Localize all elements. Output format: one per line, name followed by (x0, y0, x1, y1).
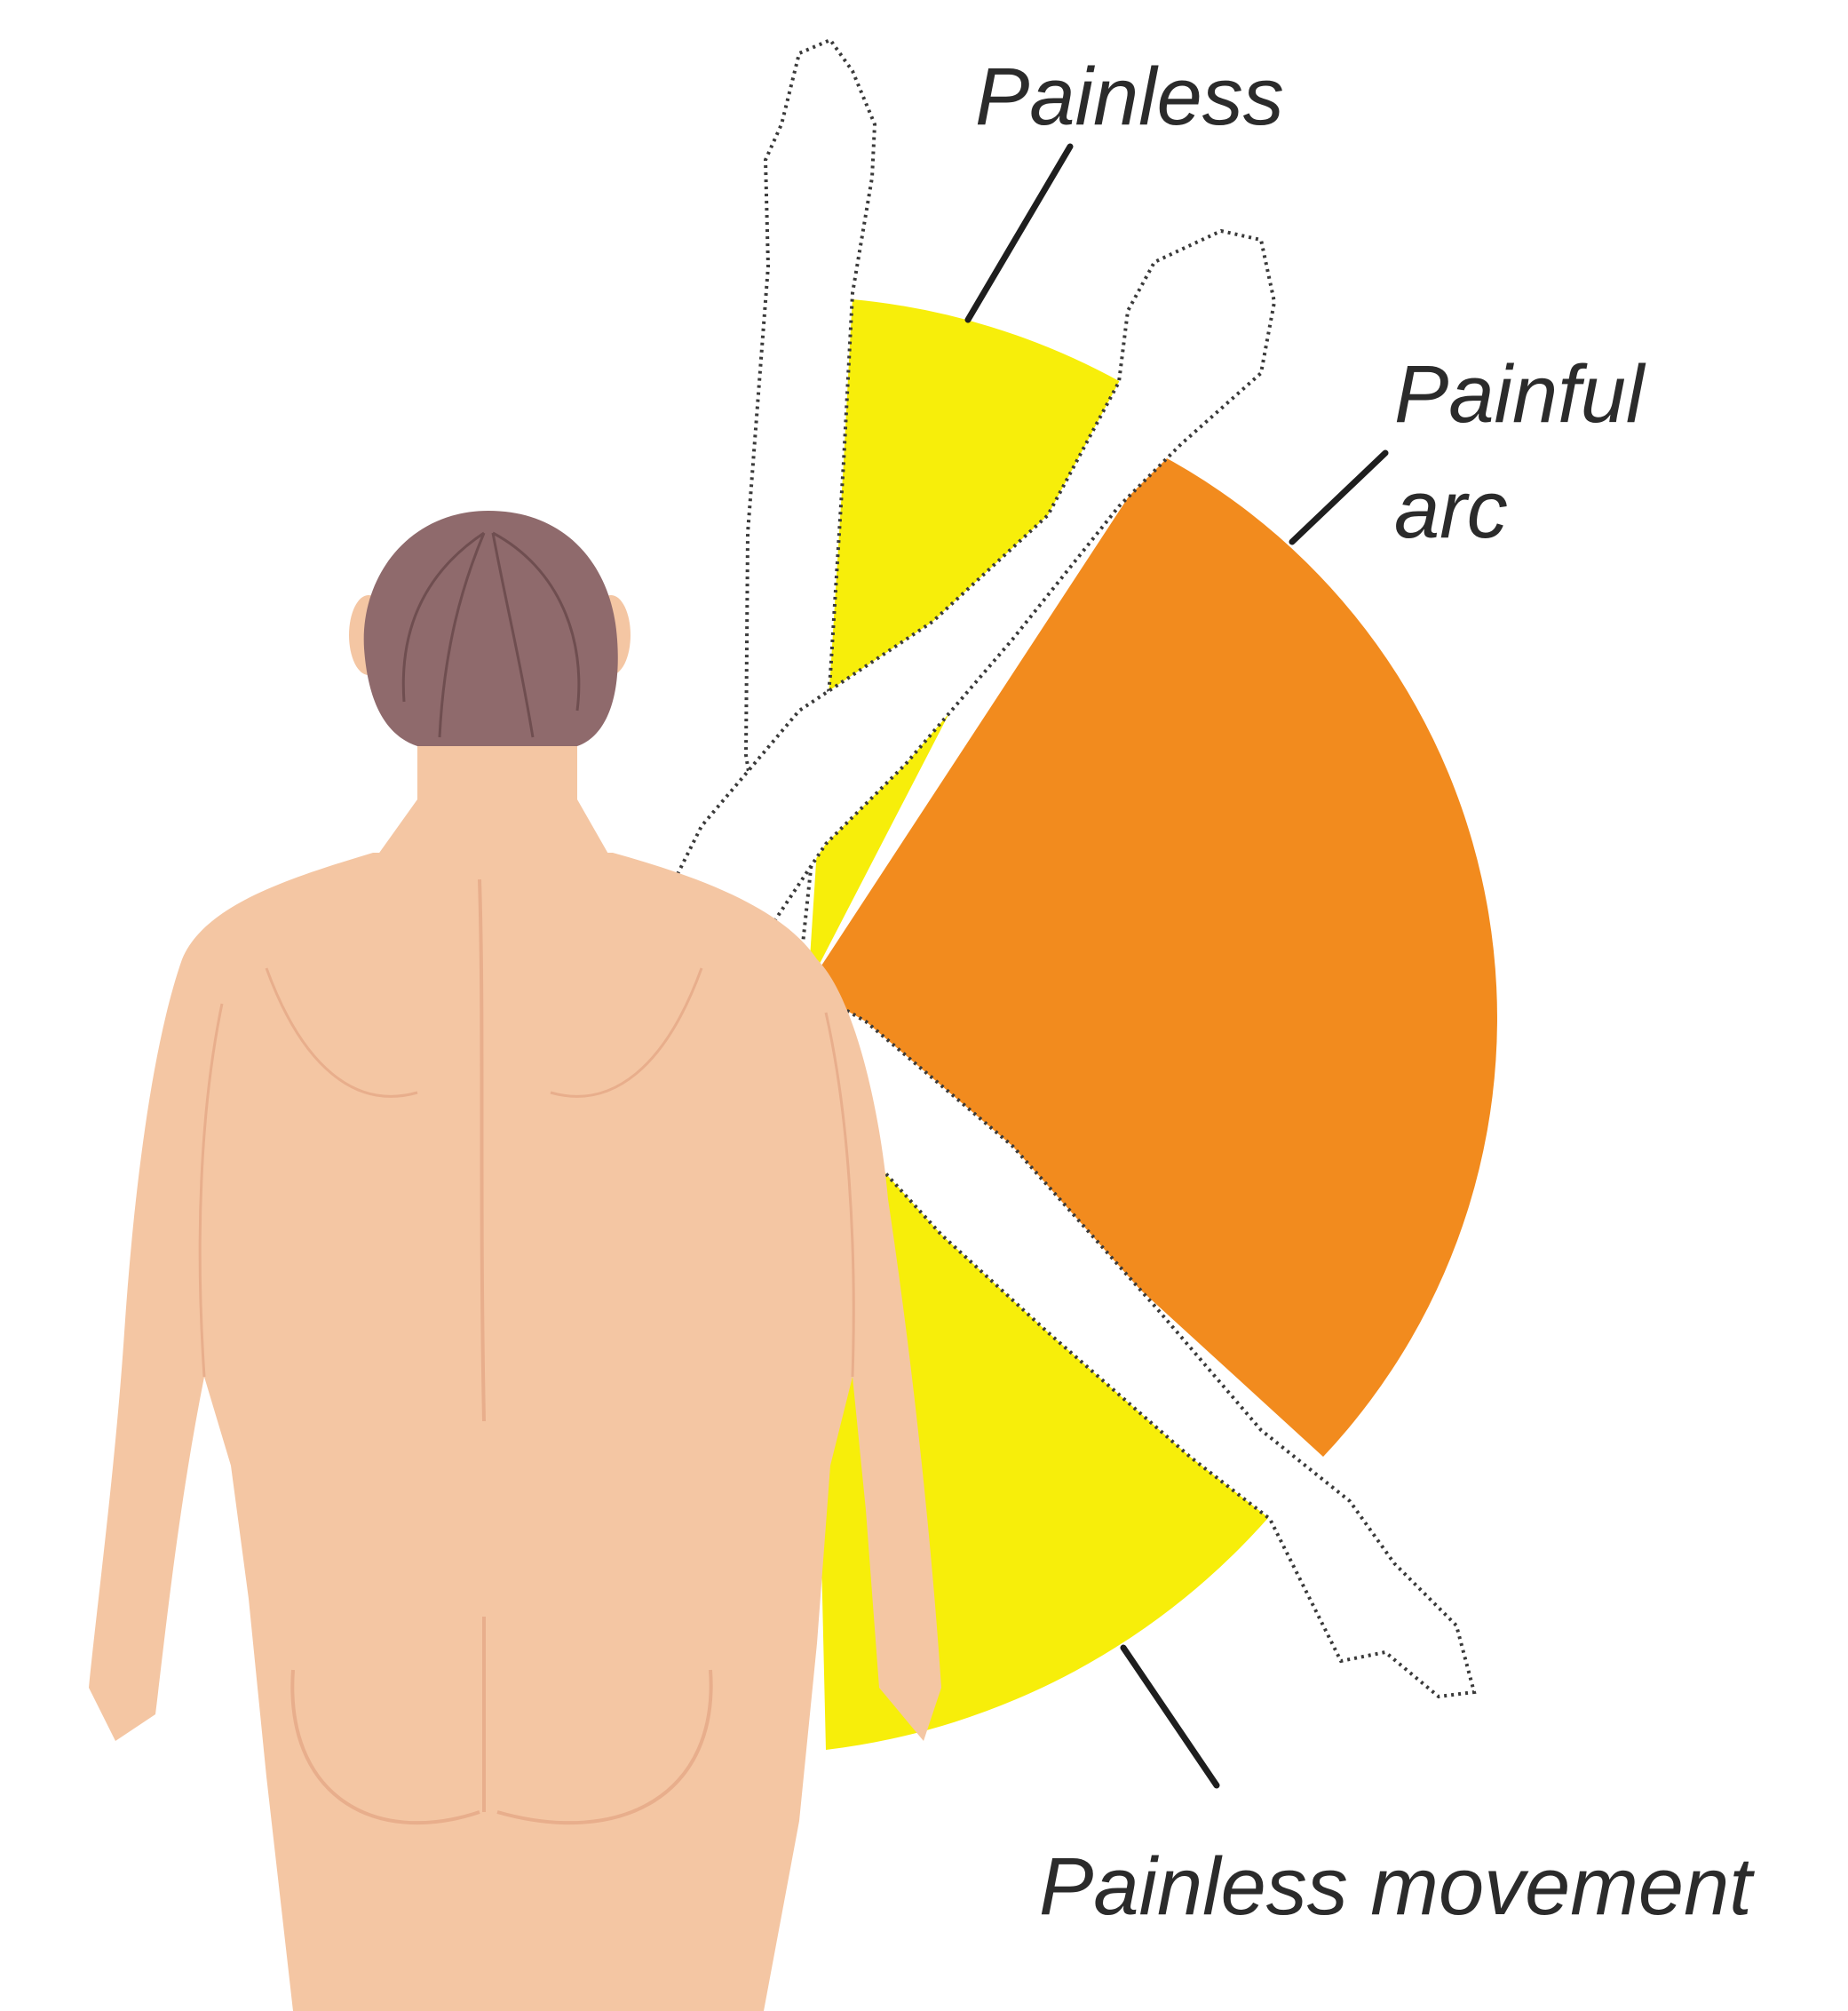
leader-line-painful-arc (1292, 453, 1385, 542)
label-painful-arc-line1: Painful (1394, 349, 1646, 440)
label-painless-top: Painless (975, 52, 1284, 142)
label-painless-movement: Painless movement (1039, 1841, 1755, 1932)
leader-line-painless-movement (1123, 1648, 1217, 1785)
head-hair (364, 511, 618, 746)
leader-line-painless-top (968, 147, 1070, 320)
label-painful-arc-line2: arc (1394, 465, 1508, 555)
